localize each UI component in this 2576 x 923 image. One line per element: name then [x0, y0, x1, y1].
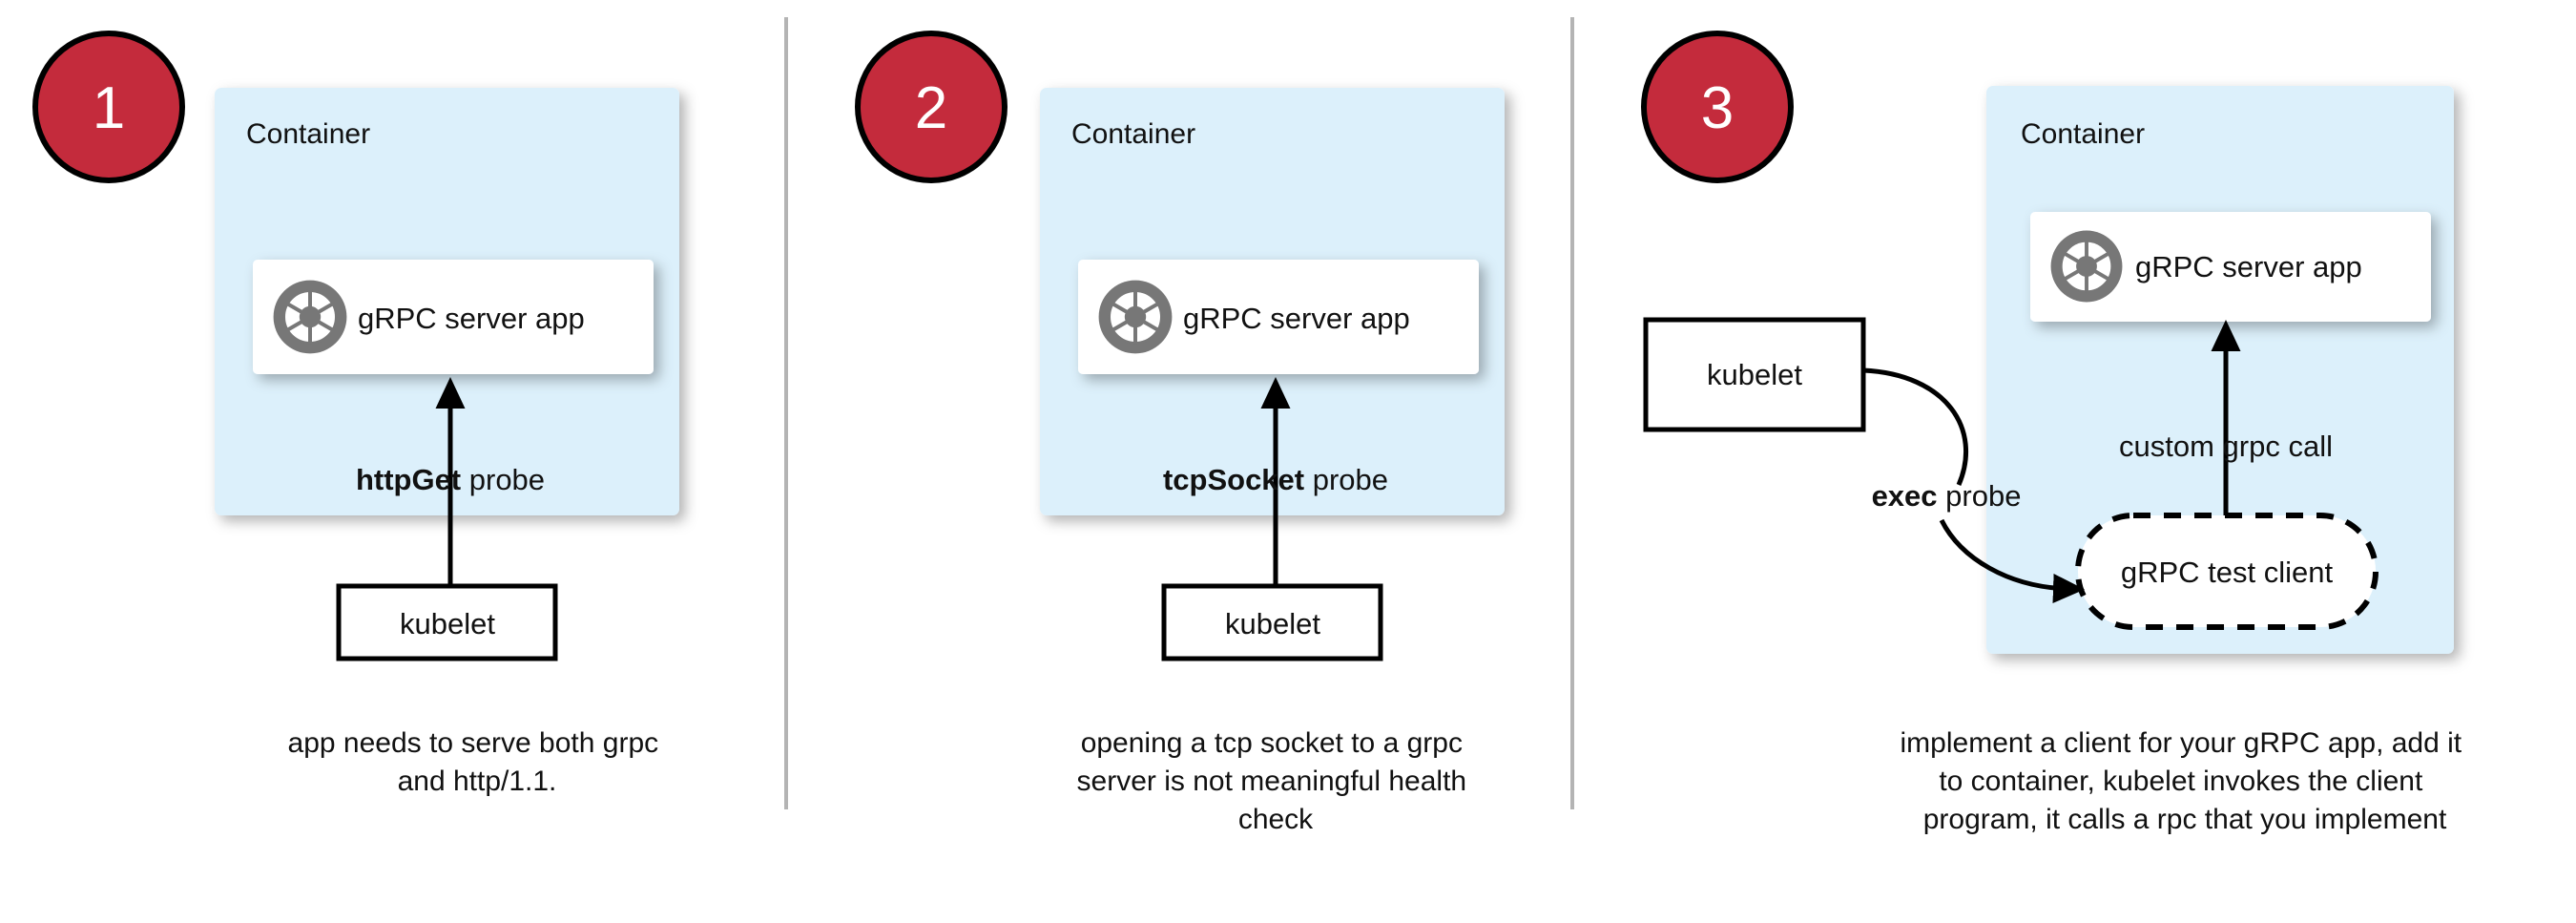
grpc-test-client-box — [2075, 513, 2379, 630]
step-number: 2 — [915, 75, 947, 141]
caption-line: opening a tcp socket to a grpc — [1081, 727, 1463, 759]
container-label: Container — [2021, 118, 2145, 150]
panel-caption: opening a tcp socket to a grpc server is… — [1077, 727, 1475, 835]
step-badge — [855, 31, 1008, 183]
kubelet-box — [1161, 583, 1383, 661]
probe-label: tcpSocket probe — [1163, 463, 1388, 496]
probe-label: exec probe — [1872, 479, 2022, 513]
probe-label-rest: probe — [1938, 479, 2022, 513]
probe-label-bold: tcpSocket — [1163, 463, 1304, 496]
caption-line: server is not meaningful health — [1077, 766, 1467, 797]
grpc-server-app-box — [1078, 260, 1479, 374]
caption-line: app needs to serve both grpc — [288, 727, 659, 759]
grpc-server-app-box — [2030, 212, 2431, 322]
panel-caption: implement a client for your gRPC app, ad… — [1901, 727, 2470, 835]
grpc-server-app-label: gRPC server app — [358, 302, 585, 335]
exec-probe-arrow-lower — [1939, 518, 2085, 603]
caption-line: implement a client for your gRPC app, ad… — [1901, 727, 2462, 759]
probe-label-rest: probe — [461, 463, 545, 496]
caption-line: check — [1238, 804, 1314, 835]
grpc-server-app-label: gRPC server app — [1183, 302, 1410, 335]
container-label: Container — [246, 118, 370, 150]
grpc-aperture-icon — [2049, 229, 2124, 304]
kubelet-label: kubelet — [400, 607, 495, 640]
grpc-server-app-label: gRPC server app — [2135, 250, 2362, 283]
caption-line: to container, kubelet invokes the client — [1939, 766, 2423, 797]
step-number: 1 — [93, 75, 125, 141]
grpc-test-client-label: gRPC test client — [2121, 556, 2334, 589]
step-badge — [1641, 31, 1794, 183]
step-number: 3 — [1701, 75, 1734, 141]
caption-line: and http/1.1. — [398, 766, 557, 797]
panel-caption: app needs to serve both grpc and http/1.… — [288, 727, 667, 797]
kubelet-label: kubelet — [1707, 358, 1802, 391]
probe-label-bold: exec — [1872, 479, 1938, 513]
exec-probe-arrow-upper — [1862, 367, 1969, 486]
probe-label-bold: httpGet — [356, 463, 461, 496]
step-badge — [32, 31, 185, 183]
panel-1: Container gRPC server app httpGet probe … — [32, 31, 679, 797]
kubelet-box — [1643, 317, 1866, 432]
kubelet-label: kubelet — [1225, 607, 1320, 640]
custom-grpc-call-label: custom grpc call — [2119, 430, 2333, 463]
grpc-aperture-icon — [1097, 279, 1174, 355]
kubelet-box — [336, 583, 558, 661]
panel-3: Container gRPC server app custom grpc ca… — [1641, 31, 2470, 835]
panel-2: Container gRPC server app tcpSocket prob… — [855, 31, 1505, 835]
probe-label-rest: probe — [1304, 463, 1388, 496]
grpc-aperture-icon — [272, 279, 348, 355]
grpc-server-app-box — [253, 260, 654, 374]
caption-line: program, it calls a rpc that you impleme… — [1923, 804, 2447, 835]
container-label: Container — [1071, 118, 1195, 150]
probe-label: httpGet probe — [356, 463, 545, 496]
